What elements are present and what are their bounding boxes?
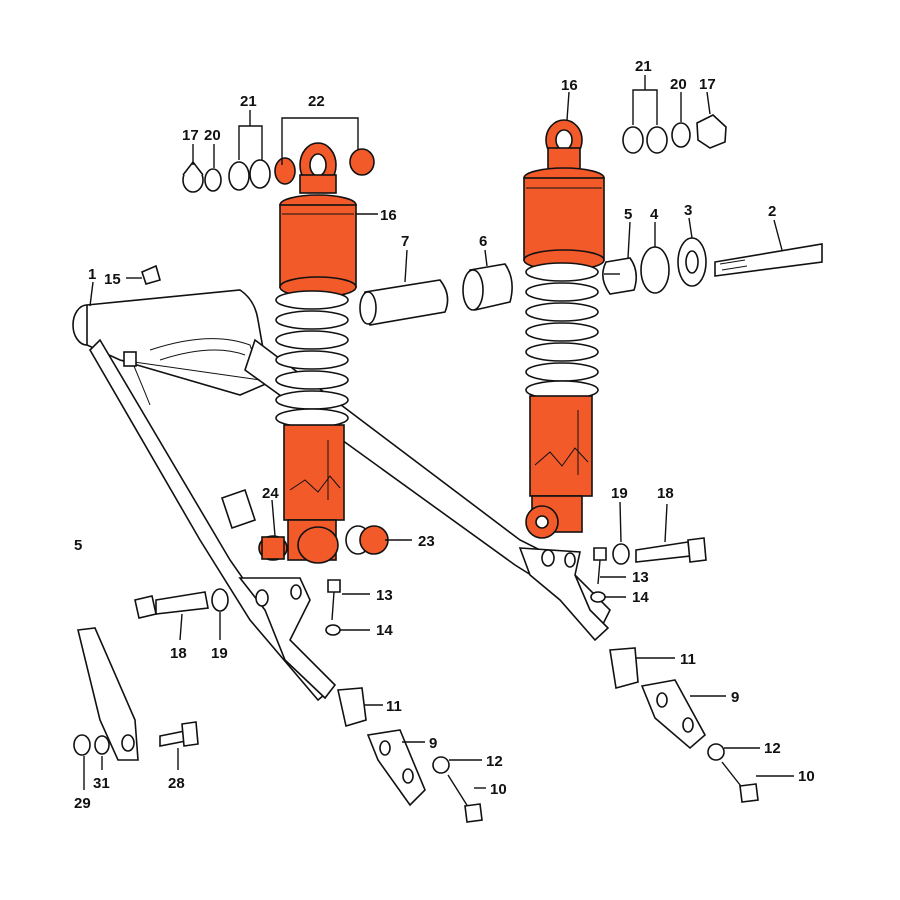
callout-24: 24: [262, 485, 279, 502]
callout-18-right: 18: [657, 485, 674, 502]
callout-7: 7: [401, 233, 409, 250]
callout-14-right: 14: [632, 589, 649, 606]
callout-12-right: 12: [764, 740, 781, 757]
bushing-22b: [349, 148, 375, 176]
callout-17-left: 17: [182, 127, 199, 144]
callout-17-right: 17: [699, 76, 716, 93]
callout-10-right: 10: [798, 768, 815, 785]
callout-18-left: 18: [170, 645, 187, 662]
callout-23: 23: [418, 533, 435, 550]
callout-10-left: 10: [490, 781, 507, 798]
callout-28: 28: [168, 775, 185, 792]
callout-19-left: 19: [211, 645, 228, 662]
callout-20-right: 20: [670, 76, 687, 93]
callout-labels: 22 21 17 20 16 7 6 16 21 20 17 5 4 3 2 1…: [74, 58, 815, 812]
callout-20-left: 20: [204, 127, 221, 144]
callout-19-right: 19: [611, 485, 628, 502]
collars: [359, 263, 513, 326]
callout-4: 4: [650, 206, 659, 223]
left-shock-absorber: [258, 142, 357, 564]
washer-19-left: [211, 588, 229, 612]
callout-16-right: 16: [561, 77, 578, 94]
washer-21b-left: [249, 159, 271, 189]
axle-assembly: [602, 237, 823, 295]
callout-6: 6: [479, 233, 487, 250]
washer-20-left: [204, 168, 222, 192]
collar-5: [602, 257, 638, 295]
callout-29: 29: [74, 795, 91, 812]
right-shock-spring: [525, 262, 599, 400]
bolts: [73, 264, 707, 756]
callout-3: 3: [684, 202, 692, 219]
leader-lines: [83, 75, 794, 790]
callout-13-right: 13: [632, 569, 649, 586]
left-top-hardware: [182, 148, 375, 193]
left-shock-spring: [275, 290, 349, 428]
callout-1: 1: [88, 266, 96, 283]
washer-21a-left: [228, 161, 250, 191]
callout-16-left: 16: [380, 207, 397, 224]
axle-2: [714, 243, 823, 277]
callout-9-left: 9: [429, 735, 437, 752]
callout-14-left: 14: [376, 622, 393, 639]
callout-31: 31: [93, 775, 110, 792]
bolt-18-left: [155, 591, 209, 615]
callout-11-right: 11: [680, 651, 696, 668]
right-shock-absorber: [523, 119, 605, 539]
washer-19-right: [612, 543, 630, 565]
callout-2: 2: [768, 203, 776, 220]
callout-21-right: 21: [635, 58, 652, 75]
seal-4: [640, 246, 670, 294]
callout-22: 22: [308, 93, 325, 110]
callout-15: 15: [104, 271, 121, 288]
callout-5-right: 5: [624, 206, 632, 223]
bushing-22a: [274, 157, 296, 185]
bolt-18-right: [635, 541, 691, 563]
chain-adjusters: [337, 647, 759, 823]
callout-9-right: 9: [731, 689, 739, 706]
callout-11-left: 11: [386, 698, 402, 715]
callout-5-left: 5: [74, 537, 82, 554]
right-top-hardware: [622, 114, 727, 154]
callout-13-left: 13: [376, 587, 393, 604]
callout-21-left: 21: [240, 93, 257, 110]
lower-arm-section: [77, 627, 139, 761]
callout-12-left: 12: [486, 753, 503, 770]
